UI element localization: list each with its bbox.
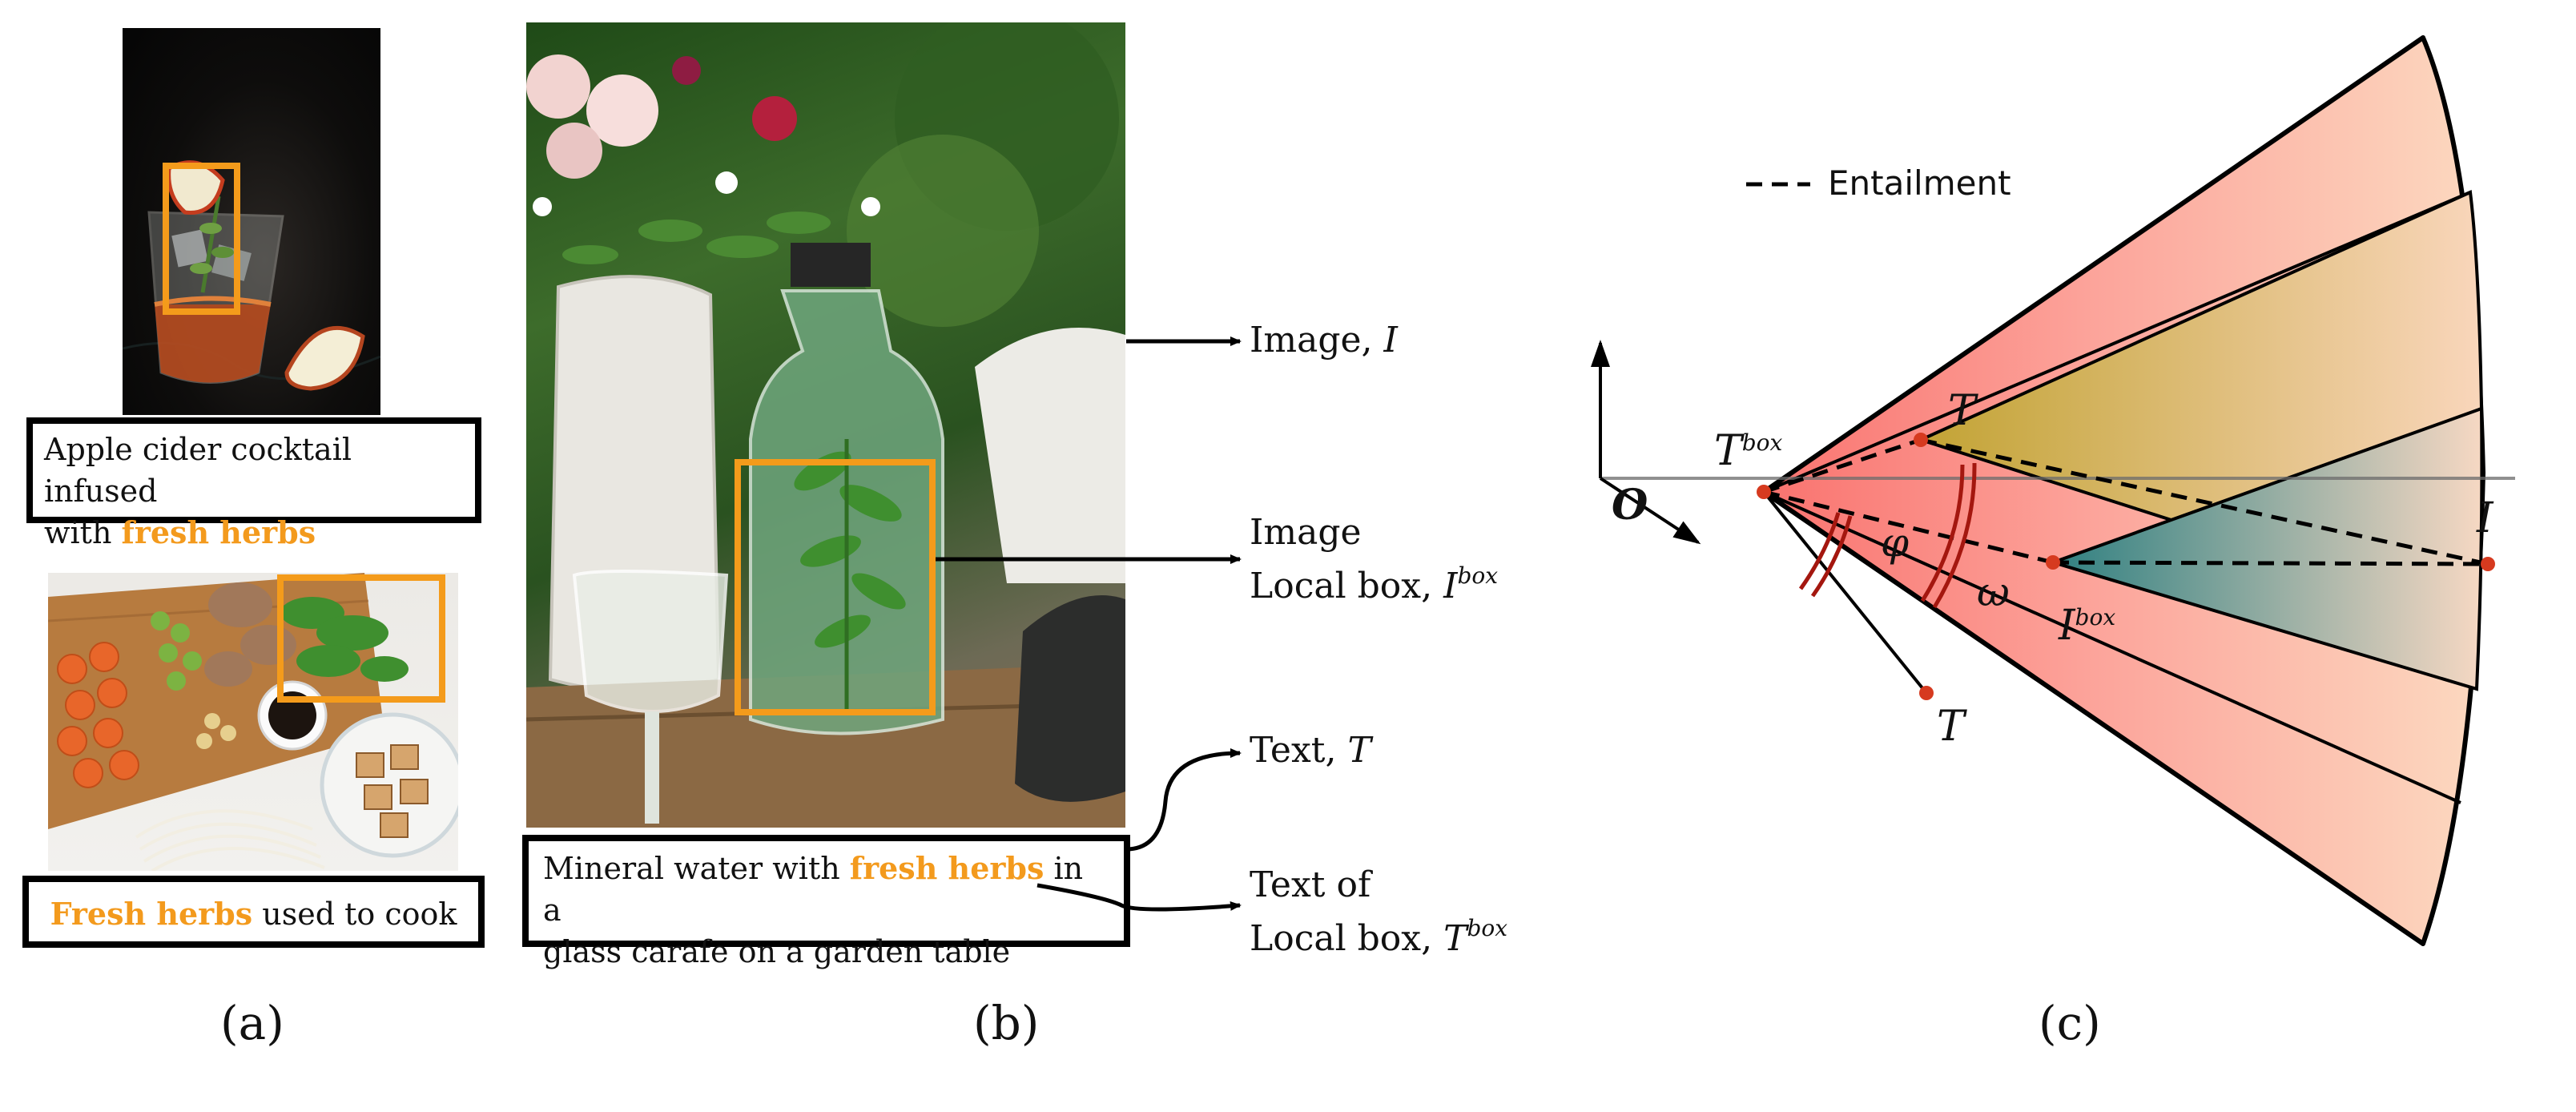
- axis-diagonal: [1599, 477, 1701, 545]
- label-image: Image, I: [1250, 319, 1398, 362]
- text-cone: [1916, 190, 2484, 531]
- caption-garden-prefix: Mineral water with: [543, 851, 850, 886]
- label-t-lower: T: [1937, 703, 1965, 751]
- label-tbox: Tbox: [1714, 421, 1782, 473]
- label-tbox-var: T: [1714, 427, 1742, 475]
- angle-omega-arc-2: [1932, 462, 1977, 609]
- angle-phi-arc: [1798, 512, 1841, 590]
- label-text-text: Text,: [1250, 730, 1348, 771]
- garden-table-photo: [526, 22, 1125, 828]
- arrow-text-box: [1036, 883, 1242, 912]
- label-ibox: Ibox: [2059, 596, 2115, 647]
- caption-cooking-highlight: Fresh herbs: [50, 896, 253, 932]
- caption-cocktail-highlight: fresh herbs: [121, 514, 316, 550]
- label-text-box-line2: Local box,: [1250, 918, 1444, 959]
- label-image-box: Image Local box, Ibox: [1250, 511, 1498, 608]
- label-image-text: Image,: [1250, 320, 1384, 361]
- label-tbox-sup: box: [1741, 429, 1783, 456]
- label-ibox-var: I: [2059, 602, 2075, 650]
- label-text-box: Text of Local box, Tbox: [1250, 864, 1507, 961]
- label-text-box-line1: Text of: [1250, 864, 1371, 905]
- label-omega: ω: [1977, 569, 2010, 615]
- angle-phi-arc-2: [1810, 515, 1853, 598]
- entailment-t-i: [1920, 437, 2489, 566]
- label-phi: φ: [1881, 519, 1910, 566]
- point-t-lower: [1919, 686, 1934, 700]
- caption-garden-line2: glass carafe on a garden table: [543, 934, 1011, 969]
- label-image-box-line1: Image: [1250, 512, 1362, 553]
- label-ibox-sup: box: [2075, 604, 2116, 631]
- label-i: I: [2477, 494, 2493, 542]
- caption-cocktail: Apple cider cocktail infused with fresh …: [26, 417, 481, 550]
- local-box-cocktail: [163, 163, 240, 315]
- point-ibox: [2046, 555, 2060, 570]
- label-image-box-sup: box: [1457, 562, 1499, 589]
- caption-garden: Mineral water with fresh herbs in a glas…: [522, 835, 1130, 969]
- label-origin: O: [1612, 481, 1648, 530]
- label-image-var: I: [1383, 320, 1398, 361]
- local-box-carafe: [735, 459, 936, 715]
- point-tbox: [1757, 485, 1771, 499]
- arrow-text: [1125, 748, 1242, 852]
- label-image-box-line2: Local box,: [1250, 566, 1444, 606]
- cone-inner-line-2: [1763, 490, 2461, 804]
- cooking-board-photo: [48, 573, 458, 871]
- point-t: [1914, 433, 1928, 447]
- legend-entailment: Entailment: [1828, 163, 2011, 203]
- label-t: T: [1948, 387, 1976, 435]
- local-box-herbs: [277, 574, 445, 703]
- hyperbolic-cone-diagram: [1591, 35, 2515, 946]
- cocktail-photo: [123, 28, 380, 415]
- line-tbox-t-lower: [1762, 490, 1928, 695]
- caption-cocktail-line2-prefix: with: [44, 515, 122, 550]
- panel-label-c: (c): [2039, 996, 2101, 1050]
- panel-label-a: (a): [220, 996, 284, 1050]
- caption-cocktail-line1: Apple cider cocktail infused: [44, 432, 352, 509]
- panel-label-b: (b): [973, 996, 1040, 1050]
- caption-garden-highlight: fresh herbs: [849, 850, 1044, 886]
- entailment-ibox-i: [2052, 560, 2489, 566]
- label-text-var: T: [1347, 730, 1371, 771]
- caption-cooking: Fresh herbs used to cook: [22, 876, 485, 948]
- caption-cooking-suffix: used to cook: [252, 896, 457, 932]
- angle-omega-arc: [1920, 464, 1965, 602]
- label-image-box-var: I: [1443, 566, 1458, 606]
- label-text-box-var: T: [1443, 918, 1467, 959]
- label-text: Text, T: [1250, 729, 1371, 772]
- point-i: [2481, 557, 2495, 571]
- caption-garden-suffix: in a: [543, 851, 1084, 928]
- entailment-tbox-t: [1763, 437, 1922, 494]
- label-text-box-sup: box: [1467, 915, 1508, 941]
- cone-inner-line-1: [1763, 191, 2471, 494]
